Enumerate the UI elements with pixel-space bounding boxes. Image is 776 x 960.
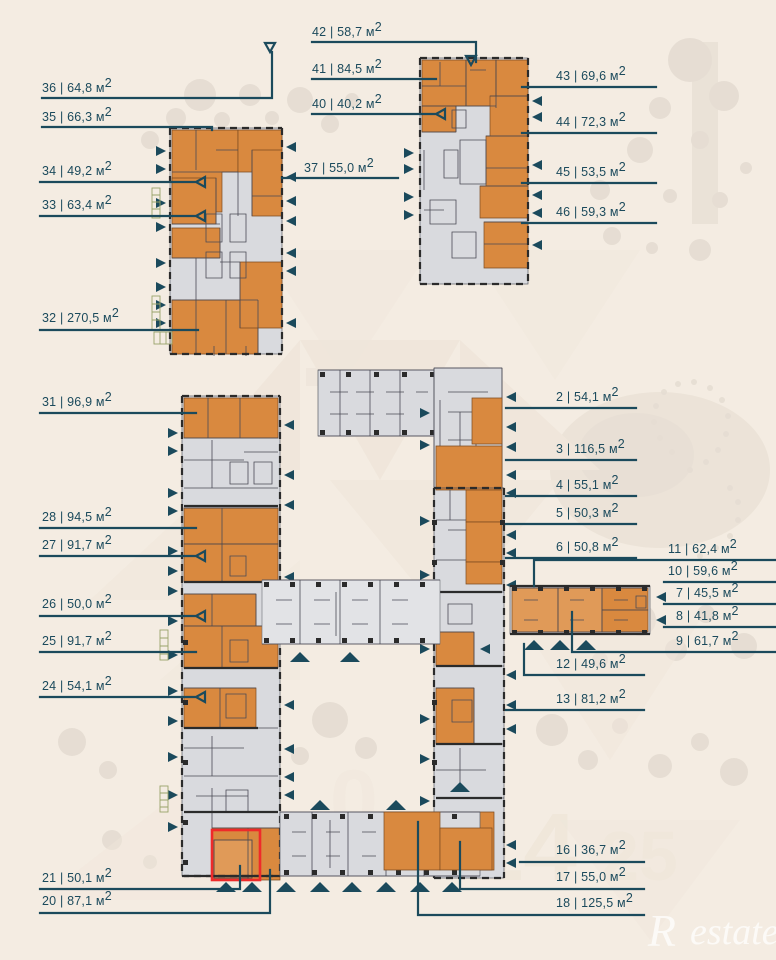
unit-10 xyxy=(557,587,603,633)
unit-17 xyxy=(383,811,441,871)
unit-46 xyxy=(483,221,529,269)
label-2[interactable]: 2 | 54,1 м2 xyxy=(556,385,619,404)
unit-31 xyxy=(183,397,279,439)
label-46[interactable]: 46 | 59,3 м2 xyxy=(556,200,626,219)
stair-markers-west xyxy=(159,629,169,813)
svg-text:estate.ru: estate.ru xyxy=(690,911,776,953)
label-31[interactable]: 31 | 96,9 м2 xyxy=(42,390,112,409)
label-arrowheads-right xyxy=(656,592,666,625)
unit-26 xyxy=(183,593,257,627)
label-25[interactable]: 25 | 91,7 м2 xyxy=(42,629,112,648)
label-13[interactable]: 13 | 81,2 м2 xyxy=(556,687,626,706)
label-3[interactable]: 3 | 116,5 м2 xyxy=(556,437,625,456)
label-33[interactable]: 33 | 63,4 м2 xyxy=(42,193,112,212)
label-20[interactable]: 20 | 87,1 м2 xyxy=(42,889,112,908)
unit-5 xyxy=(465,521,503,563)
selected-unit-highlight[interactable] xyxy=(210,828,262,882)
unit-4 xyxy=(465,489,503,523)
unit-40 xyxy=(421,105,457,133)
unit-labels: 42 | 58,7 м2 41 | 84,5 м2 40 | 40,2 м2 3… xyxy=(42,20,739,910)
label-24[interactable]: 24 | 54,1 м2 xyxy=(42,674,112,693)
label-8[interactable]: 8 | 41,8 м2 xyxy=(676,604,739,623)
label-44[interactable]: 44 | 72,3 м2 xyxy=(556,110,626,129)
unit-2 xyxy=(471,397,503,445)
entry-markers-south xyxy=(216,782,470,892)
entry-markers-ne xyxy=(404,96,542,250)
label-35[interactable]: 35 | 66,3 м2 xyxy=(42,105,112,124)
unit-45 xyxy=(479,185,529,219)
label-5[interactable]: 5 | 50,3 м2 xyxy=(556,501,619,520)
svg-text:25: 25 xyxy=(600,817,678,895)
leader-arrowheads xyxy=(480,644,490,654)
unit-33 xyxy=(171,227,221,259)
label-17[interactable]: 17 | 55,0 м2 xyxy=(556,865,626,884)
svg-text:R: R xyxy=(647,905,676,956)
label-10[interactable]: 10 | 59,6 м2 xyxy=(668,559,738,578)
restate-watermark: R estate.ru xyxy=(647,905,776,956)
block-north-west-wing xyxy=(168,126,284,356)
entry-markers-west xyxy=(168,420,294,832)
unit-6 xyxy=(465,561,503,585)
unit-16 xyxy=(439,827,493,871)
label-11[interactable]: 11 | 62,4 м2 xyxy=(668,537,737,556)
label-26[interactable]: 26 | 50,0 м2 xyxy=(42,592,112,611)
label-18[interactable]: 18 | 125,5 м2 xyxy=(556,891,633,910)
block-north-east-wing xyxy=(418,56,530,286)
label-37[interactable]: 37 | 55,0 м2 xyxy=(304,156,374,175)
label-42[interactable]: 42 | 58,7 м2 xyxy=(312,20,382,39)
label-43[interactable]: 43 | 69,6 м2 xyxy=(556,64,626,83)
label-7[interactable]: 7 | 45,5 м2 xyxy=(676,581,739,600)
label-27[interactable]: 27 | 91,7 м2 xyxy=(42,533,112,552)
label-40[interactable]: 40 | 40,2 м2 xyxy=(312,92,382,111)
label-6[interactable]: 6 | 50,8 м2 xyxy=(556,535,619,554)
label-34[interactable]: 34 | 49,2 м2 xyxy=(42,159,112,178)
unit-41 xyxy=(421,59,467,107)
entry-markers-annex xyxy=(524,640,596,650)
label-12[interactable]: 12 | 49,6 м2 xyxy=(556,652,626,671)
label-36[interactable]: 36 | 64,8 м2 xyxy=(42,76,112,95)
label-9[interactable]: 9 | 61,7 м2 xyxy=(676,629,739,648)
label-16[interactable]: 16 | 36,7 м2 xyxy=(556,838,626,857)
block-south-connector xyxy=(279,811,493,877)
entry-markers-mid xyxy=(290,652,360,662)
label-32[interactable]: 32 | 270,5 м2 xyxy=(42,306,119,325)
unit-7 xyxy=(601,587,649,611)
entry-markers-nw xyxy=(156,142,296,328)
block-mid-connector xyxy=(261,579,441,645)
unit-37 xyxy=(251,149,283,217)
block-east-wing xyxy=(432,397,506,880)
label-45[interactable]: 45 | 53,5 м2 xyxy=(556,160,626,179)
label-41[interactable]: 41 | 84,5 м2 xyxy=(312,57,382,76)
leader-lines xyxy=(38,40,776,917)
unit-13 xyxy=(435,687,475,745)
unit-12 xyxy=(435,631,475,667)
label-4[interactable]: 4 | 55,1 м2 xyxy=(556,473,619,492)
block-east-annex xyxy=(509,584,651,636)
block-north-connector xyxy=(317,369,441,437)
unit-11 xyxy=(511,587,559,633)
label-21[interactable]: 21 | 50,1 м2 xyxy=(42,866,112,885)
label-28[interactable]: 28 | 94,5 м2 xyxy=(42,505,112,524)
unit-21 xyxy=(213,839,253,879)
unit-3 xyxy=(435,445,503,491)
unit-8 xyxy=(601,609,649,633)
unit-28 xyxy=(183,507,279,545)
